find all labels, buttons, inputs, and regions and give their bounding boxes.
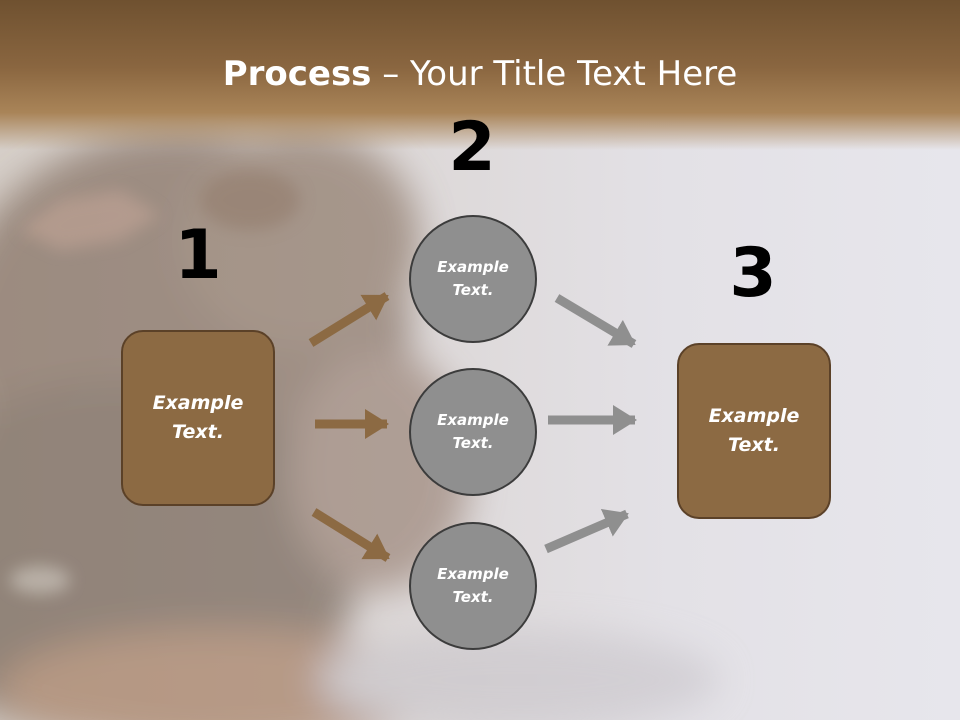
- middle-step-circle-2: Example Text.: [409, 368, 537, 496]
- title-bar: [0, 0, 960, 150]
- step-number-2: 2: [448, 108, 496, 187]
- middle-step-circle-3: Example Text.: [409, 522, 537, 650]
- end-step-box: Example Text.: [677, 343, 831, 519]
- arrow-start-to-circle-3: [311, 508, 391, 562]
- middle-step-text-3: Example Text.: [437, 565, 509, 606]
- start-step-text: Example Text.: [152, 392, 244, 443]
- arrow-start-to-circle-1: [308, 292, 390, 347]
- start-step-box: Example Text.: [121, 330, 275, 506]
- title-bold: Process: [222, 54, 372, 94]
- arrow-circle-1-to-end: [554, 294, 637, 348]
- end-step-text: Example Text.: [708, 405, 800, 456]
- step-number-3: 3: [729, 234, 777, 313]
- step-number-1: 1: [174, 216, 222, 295]
- arrow-circle-3-to-end: [544, 508, 629, 554]
- slide-title: Process – Your Title Text Here: [0, 52, 960, 96]
- middle-step-circle-1: Example Text.: [409, 215, 537, 343]
- middle-step-text-1: Example Text.: [437, 258, 509, 299]
- middle-step-text-2: Example Text.: [437, 411, 509, 452]
- title-rest: – Your Title Text Here: [371, 54, 738, 94]
